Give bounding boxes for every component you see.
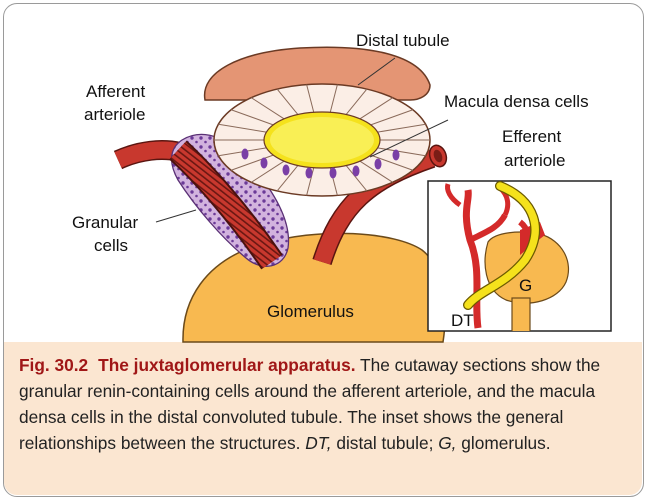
glomerulus-shape	[183, 233, 445, 342]
label-granular-line1: Granular	[72, 213, 138, 232]
abbr-dt-definition: distal tubule;	[336, 433, 433, 453]
label-glomerulus: Glomerulus	[267, 302, 354, 321]
label-efferent-line2: arteriole	[504, 151, 565, 170]
abbr-g-definition: glomerulus.	[461, 433, 550, 453]
figure-number: Fig. 30.2	[19, 355, 88, 375]
label-afferent-line2: arteriole	[84, 105, 145, 124]
figure-title: The juxtaglomerular apparatus.	[98, 355, 355, 375]
label-efferent-line1: Efferent	[502, 127, 562, 146]
label-macula-densa: Macula densa cells	[444, 92, 589, 111]
label-distal-tubule: Distal tubule	[356, 31, 450, 50]
abbr-g: G,	[438, 433, 456, 453]
distal-tubule-shape	[205, 47, 430, 196]
label-inset-g: G	[519, 276, 532, 295]
label-afferent-line1: Afferent	[86, 82, 146, 101]
label-inset-dt: DT	[451, 311, 474, 330]
label-granular-line2: cells	[94, 236, 128, 255]
abbr-dt: DT,	[305, 433, 331, 453]
